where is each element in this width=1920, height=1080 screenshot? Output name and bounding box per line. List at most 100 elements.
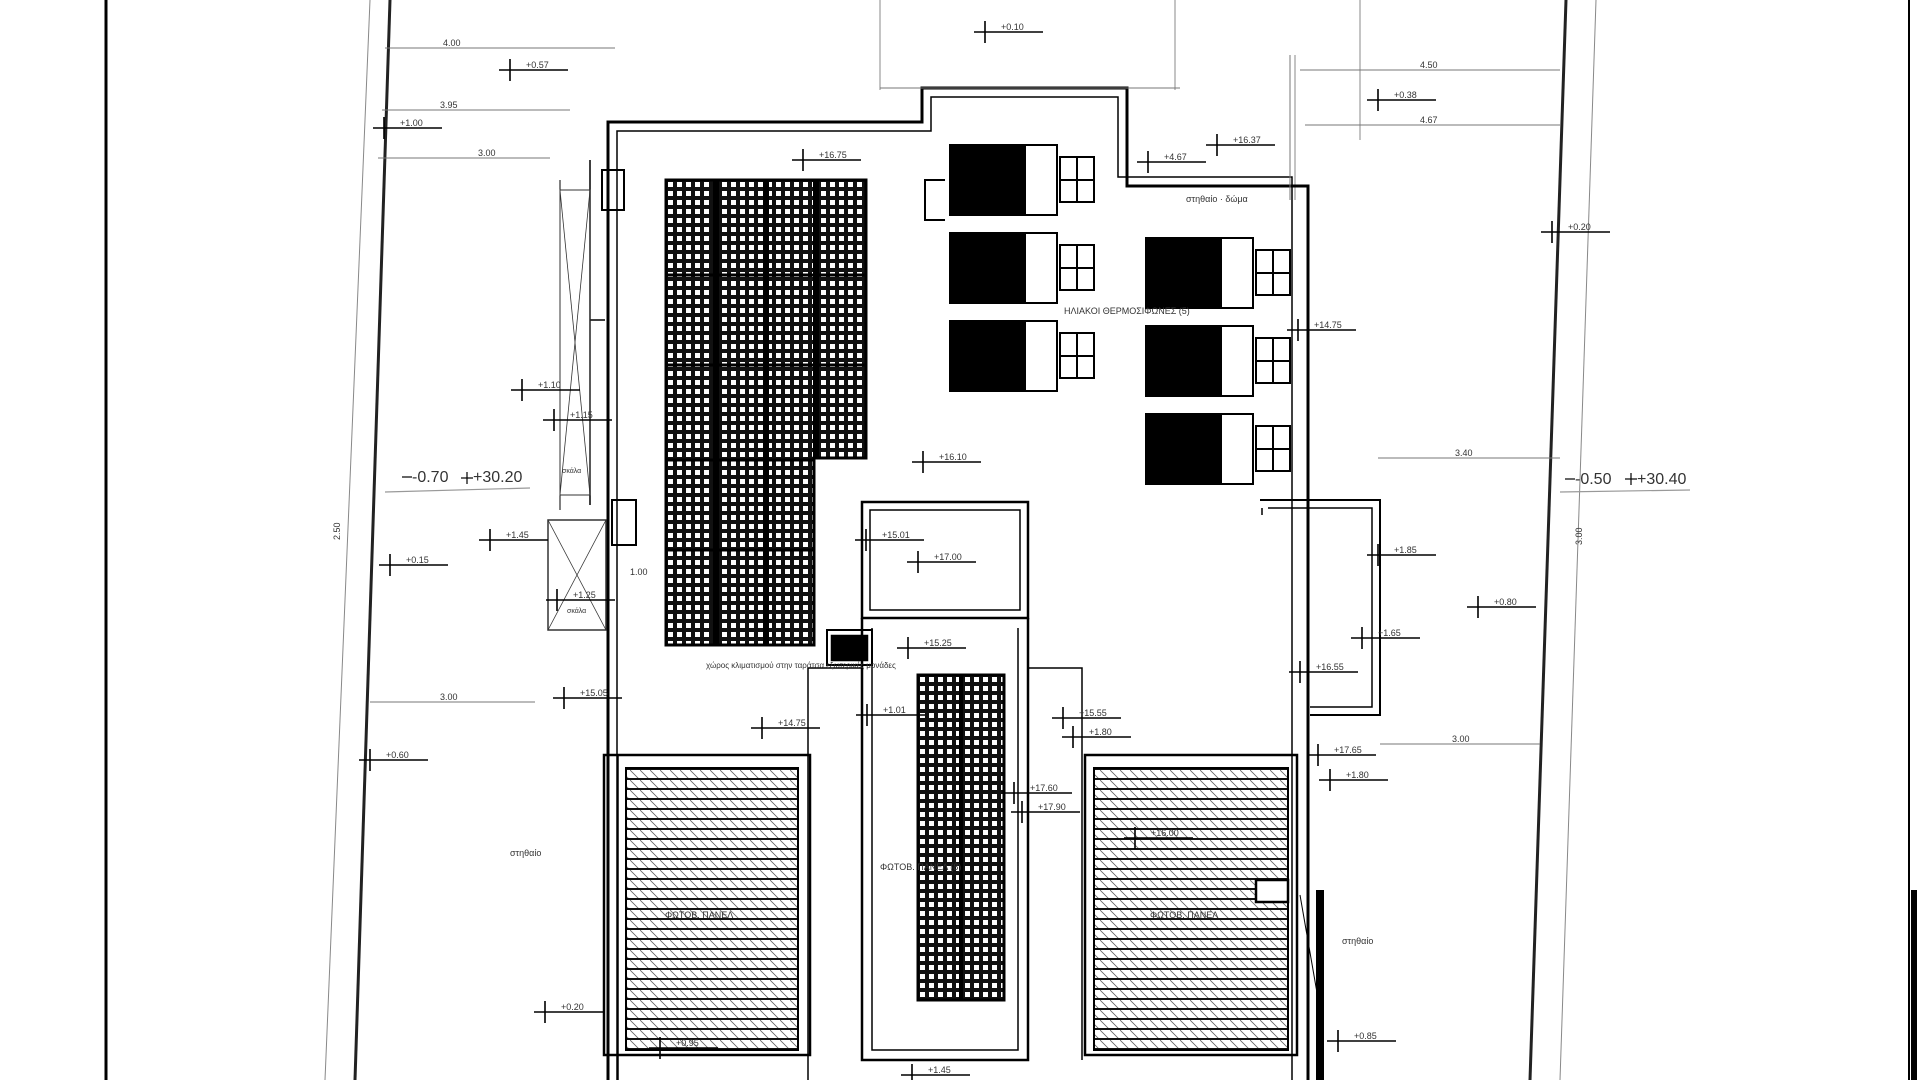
dimension-text: 2.50 — [332, 522, 342, 540]
level-text: +1.85 — [1394, 545, 1417, 555]
level-marker: +1.01 — [856, 704, 925, 726]
water-heater-unit — [949, 320, 1095, 392]
level-text: +17.60 — [1030, 783, 1058, 793]
level-marker: +17.65 — [1307, 744, 1376, 766]
dimension-text: 3.95 — [440, 100, 458, 110]
level-marker: +1.00 — [373, 117, 442, 139]
level-text: +1.00 — [400, 118, 423, 128]
level-marker: +0.15 — [379, 554, 448, 576]
level-marker: +16.75 — [792, 149, 861, 171]
water-heater-unit — [1145, 413, 1291, 485]
level-text: +16.55 — [1316, 662, 1344, 672]
level-text: +1.10 — [538, 380, 561, 390]
level-text: +1.15 — [570, 410, 593, 420]
dimension-text: 3.00 — [1574, 527, 1584, 545]
level-marker: +17.60 — [1003, 782, 1072, 804]
level-marker: +0.95 — [649, 1037, 718, 1059]
level-marker: +17.00 — [907, 551, 976, 573]
lower-left-panel — [602, 753, 812, 1080]
level-marker: +1.80 — [1319, 769, 1388, 791]
level-text-large: +30.20 — [473, 469, 522, 486]
level-text-large: -0.70 — [412, 469, 449, 486]
level-marker: +14.75 — [751, 717, 820, 739]
level-text: +1.65 — [1378, 628, 1401, 638]
level-text: +0.20 — [561, 1002, 584, 1012]
level-text: +0.60 — [386, 750, 409, 760]
level-marker: +16.55 — [1289, 661, 1358, 683]
note-ac-units: χώρος κλιματισμού στην ταράτσα εξωτερικέ… — [706, 661, 896, 670]
note-solar-panels-center: ΦΩΤΟΒ. ΠΑΝΕΛ (8) — [880, 862, 961, 872]
note-parapet-left: στηθαίο — [510, 848, 541, 858]
dimension-text: 4.67 — [1420, 115, 1438, 125]
level-marker: +1.25 — [546, 589, 615, 611]
level-text: +0.20 — [1568, 222, 1591, 232]
level-text: +0.10 — [1001, 22, 1024, 32]
solar-panel-array-main — [664, 178, 868, 647]
level-text: +1.45 — [928, 1065, 951, 1075]
level-marker: +0.60 — [359, 749, 428, 771]
level-marker: +1.10 — [511, 379, 580, 401]
level-text: +1.80 — [1089, 727, 1112, 737]
spot-level-markers: +0.10 +0.57 +1.00 +16.75 +16.37 +0.38 +4… — [359, 21, 1610, 1080]
level-marker: +0.10 — [974, 21, 1043, 43]
level-marker: +15.05 — [553, 687, 622, 709]
level-marker: +0.80 — [1467, 596, 1536, 618]
level-text: +15.55 — [1079, 708, 1107, 718]
level-marker: +1.45 — [901, 1064, 970, 1080]
level-marker: +0.20 — [534, 1001, 603, 1023]
level-marker: +0.38 — [1367, 89, 1436, 111]
level-text: +16.75 — [819, 150, 847, 160]
level-text: +1.01 — [883, 705, 906, 715]
level-text: +0.57 — [526, 60, 549, 70]
level-text: +17.65 — [1334, 745, 1362, 755]
level-text: +1.80 — [1346, 770, 1369, 780]
note-stair-upper: σκάλα — [562, 467, 581, 475]
level-marker: +15.55 — [1052, 707, 1121, 729]
left-stair-void — [547, 189, 607, 631]
level-text: +0.85 — [1354, 1031, 1377, 1041]
note-solar-panels-left: ΦΩΤΟΒ. ΠΑΝΕΛ — [665, 910, 733, 920]
dimension-text: 4.00 — [443, 38, 461, 48]
level-marker: +14.75 — [1287, 319, 1356, 341]
solar-panel-array-center — [916, 673, 1006, 1002]
note-solar-heaters: ΗΛΙΑΚΟΙ ΘΕΡΜΟΣΙΦΩΝΕΣ (5) — [1064, 306, 1190, 316]
note-stair-lower: σκάλα — [567, 607, 586, 615]
level-marker: +0.57 — [499, 59, 568, 81]
level-marker: +17.90 — [1011, 801, 1080, 823]
solar-water-heaters — [924, 144, 1291, 485]
level-marker: +1.45 — [479, 529, 548, 551]
level-marker: +15.25 — [897, 637, 966, 659]
note-parapet-top: στηθαίο · δώμα — [1186, 194, 1248, 204]
level-marker: +16.37 — [1206, 134, 1275, 156]
lower-right-panel — [1083, 753, 1324, 1080]
level-text: +14.75 — [1314, 320, 1342, 330]
level-text: +0.15 — [406, 555, 429, 565]
level-text: +0.80 — [1494, 597, 1517, 607]
water-heater-unit — [1145, 237, 1291, 309]
level-text-large: +30.40 — [1637, 471, 1686, 488]
drawing-frame — [104, 0, 1917, 1080]
level-marker: +1.65 — [1351, 627, 1420, 649]
dimension-text: 1.00 — [630, 567, 648, 577]
water-heater-unit — [949, 232, 1095, 304]
level-text: +17.90 — [1038, 802, 1066, 812]
dimension-lines — [370, 47, 1560, 745]
level-text: +16.37 — [1233, 135, 1261, 145]
dimension-text: 4.50 — [1420, 60, 1438, 70]
level-text: +15.01 — [882, 530, 910, 540]
level-text: +0.95 — [676, 1038, 699, 1048]
level-text: +15.25 — [924, 638, 952, 648]
large-level-texts: -0.70 +30.20 -0.50 +30.40 — [412, 469, 1686, 488]
note-parapet-right: στηθαίο — [1342, 936, 1373, 946]
level-text: +4.67 — [1164, 152, 1187, 162]
dimension-texts: 4.00 3.95 3.00 3.00 4.50 4.67 3.40 3.00 … — [332, 38, 1584, 744]
level-marker: +4.67 — [1137, 151, 1206, 173]
dimension-text: 3.00 — [478, 148, 496, 158]
central-shaft — [807, 500, 1083, 1080]
drawing-notes: ΗΛΙΑΚΟΙ ΘΕΡΜΟΣΙΦΩΝΕΣ (5) ΦΩΤΟΒ. ΠΑΝΕΛ (8… — [510, 194, 1373, 946]
level-marker: +1.85 — [1367, 544, 1436, 566]
level-text: +16.00 — [1151, 828, 1179, 838]
level-text: +15.05 — [580, 688, 608, 698]
level-text: +16.10 — [939, 452, 967, 462]
